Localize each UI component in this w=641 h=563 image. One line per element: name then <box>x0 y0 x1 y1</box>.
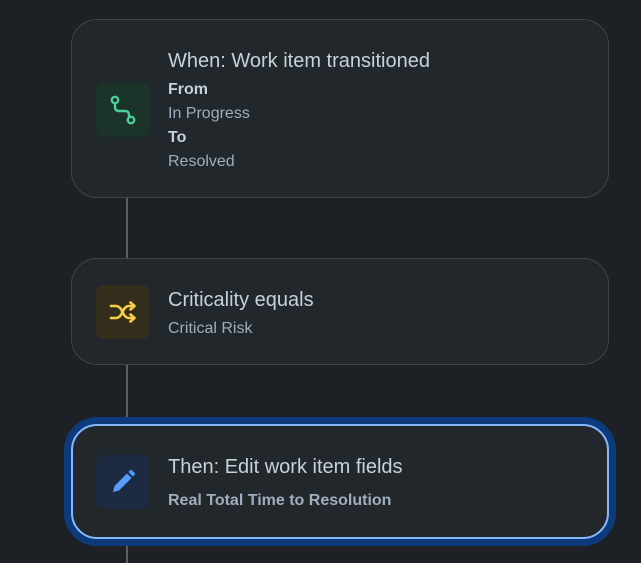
to-label: To <box>168 129 187 146</box>
trigger-icon-tile <box>96 83 150 137</box>
trigger-card[interactable]: When: Work item transitioned From In Pro… <box>71 19 609 198</box>
action-icon-tile <box>96 455 150 509</box>
flow-connector <box>126 538 128 563</box>
pencil-icon <box>109 468 137 496</box>
flow-connector <box>126 364 128 426</box>
from-value: In Progress <box>168 105 250 122</box>
to-value: Resolved <box>168 153 235 170</box>
trigger-title: When: Work item transitioned <box>168 50 430 72</box>
from-label: From <box>168 81 208 98</box>
transition-icon <box>107 94 139 126</box>
action-field: Real Total Time to Resolution <box>168 492 392 509</box>
condition-value: Critical Risk <box>168 320 253 337</box>
action-card[interactable]: Then: Edit work item fields Real Total T… <box>71 424 609 539</box>
flow-connector <box>126 197 128 259</box>
shuffle-icon <box>108 297 138 327</box>
condition-card[interactable]: Criticality equals Critical Risk <box>71 258 609 365</box>
condition-icon-tile <box>96 285 150 339</box>
condition-title: Criticality equals <box>168 289 314 311</box>
action-title: Then: Edit work item fields <box>168 456 403 478</box>
